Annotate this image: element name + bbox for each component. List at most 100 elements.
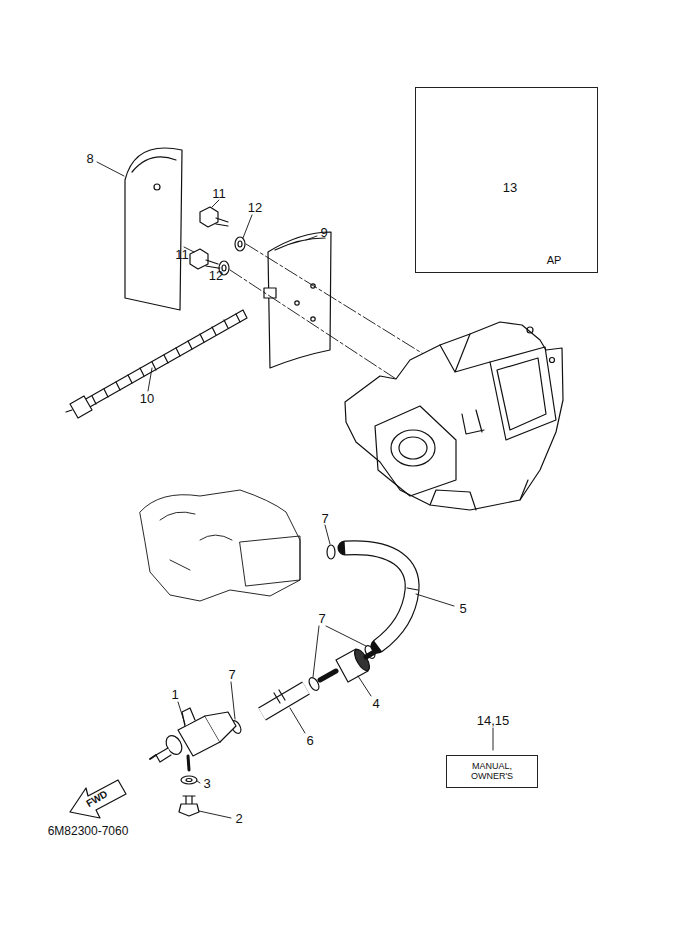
- engine-block: [440, 334, 490, 372]
- leader-line: [97, 162, 124, 176]
- engine-block: [345, 322, 563, 510]
- fuel-cock: [205, 712, 236, 742]
- cover-plate: [132, 157, 176, 172]
- callout-number: 9: [320, 226, 327, 239]
- screw: [183, 796, 195, 804]
- engine-block: [391, 430, 435, 466]
- leader-line: [358, 676, 371, 696]
- leader-line: [306, 236, 317, 240]
- engine-outline: [160, 512, 232, 570]
- washer: [181, 776, 197, 784]
- callout-number: 10: [140, 392, 154, 405]
- fuel-filter: [366, 651, 376, 657]
- fuel-tube: [262, 688, 306, 714]
- fuel-cock: [150, 755, 156, 759]
- callout-number: 12: [248, 201, 262, 214]
- engine-outline: [140, 490, 300, 601]
- engine-block: [462, 410, 484, 434]
- heat-shield: [295, 301, 299, 305]
- manual-box: MANUAL, OWNER'S: [446, 755, 538, 788]
- leader-line: [290, 708, 305, 733]
- tie-strap: [66, 310, 247, 418]
- heat-shield: [311, 317, 315, 321]
- leader-line: [212, 200, 219, 207]
- fuel-tube: [262, 688, 306, 714]
- engine-block: [399, 437, 427, 459]
- engine-block: [550, 358, 555, 363]
- callout-number: 14,15: [477, 714, 510, 727]
- forward-arrow: [70, 780, 126, 818]
- heat-shield: [275, 238, 325, 250]
- inset-box: 13AP: [415, 87, 598, 273]
- callout-number: 7: [321, 512, 328, 525]
- heat-shield: [264, 232, 331, 368]
- fuel-hose: [345, 548, 412, 646]
- leader-line: [325, 525, 330, 544]
- variant-code: AP: [547, 254, 562, 267]
- callout-number: 1: [171, 688, 178, 701]
- tie-strap: [70, 396, 92, 418]
- leader-line: [493, 728, 494, 750]
- fuel-filter: [320, 647, 376, 682]
- callout-number: 11: [175, 248, 189, 261]
- cover-plate: [154, 184, 160, 190]
- callout-number: 13: [503, 181, 517, 196]
- screw: [206, 260, 218, 268]
- node-text: MANUAL, OWNER'S: [461, 761, 523, 782]
- leader-line: [199, 811, 231, 818]
- leader-line: [243, 215, 252, 238]
- screw: [179, 796, 199, 816]
- screw: [216, 218, 228, 226]
- leader-line: [416, 594, 454, 606]
- washer: [181, 776, 197, 784]
- callout-number: 4: [372, 697, 379, 710]
- fuel-cock: [182, 708, 195, 726]
- fuel-cock: [156, 748, 171, 762]
- forward-arrow: [70, 780, 126, 818]
- diagram-code: 6M82300-7060: [48, 825, 129, 837]
- engine-block: [345, 322, 563, 510]
- engine-block: [527, 327, 533, 333]
- engine-block: [375, 406, 456, 496]
- fuel-filter: [320, 671, 336, 680]
- leader-line: [313, 626, 366, 677]
- hose-clamp: [363, 644, 377, 660]
- leader-line: [197, 781, 200, 783]
- engine-outline: [140, 490, 300, 601]
- heat-shield: [268, 232, 331, 368]
- engine-block: [490, 347, 556, 440]
- hose-clamp: [327, 545, 335, 559]
- screw: [190, 249, 208, 269]
- fuel-hose: [345, 548, 412, 646]
- fuel-filter: [352, 647, 373, 673]
- fuel-tube: [274, 690, 285, 703]
- hose-clamp: [229, 545, 377, 735]
- tie-strap: [84, 310, 247, 408]
- cover-plate: [125, 148, 182, 310]
- fuel-cock: [150, 708, 236, 770]
- callout-number: 5: [459, 602, 466, 615]
- engine-block: [497, 358, 546, 430]
- callout-number: 7: [228, 668, 235, 681]
- fuel-hose: [345, 548, 418, 646]
- washer: [238, 241, 242, 247]
- callout-number: 11: [212, 187, 226, 200]
- callout-number: 12: [209, 269, 223, 282]
- fuel-hose: [407, 588, 418, 590]
- washer: [186, 779, 192, 782]
- callout-number: 6: [306, 734, 313, 747]
- leader-line: [148, 368, 152, 391]
- fuel-tube: [262, 688, 306, 714]
- cover-plate: [125, 148, 182, 310]
- callout-number: 8: [86, 152, 93, 165]
- leader-line: [178, 702, 185, 724]
- callout-number: 3: [203, 777, 210, 790]
- leader-line: [231, 682, 235, 719]
- engine-outline: [240, 536, 300, 586]
- screw: [200, 207, 218, 227]
- tie-strap: [92, 314, 240, 404]
- screw: [190, 207, 228, 269]
- callout-number: 2: [235, 812, 242, 825]
- callout-number: 7: [318, 612, 325, 625]
